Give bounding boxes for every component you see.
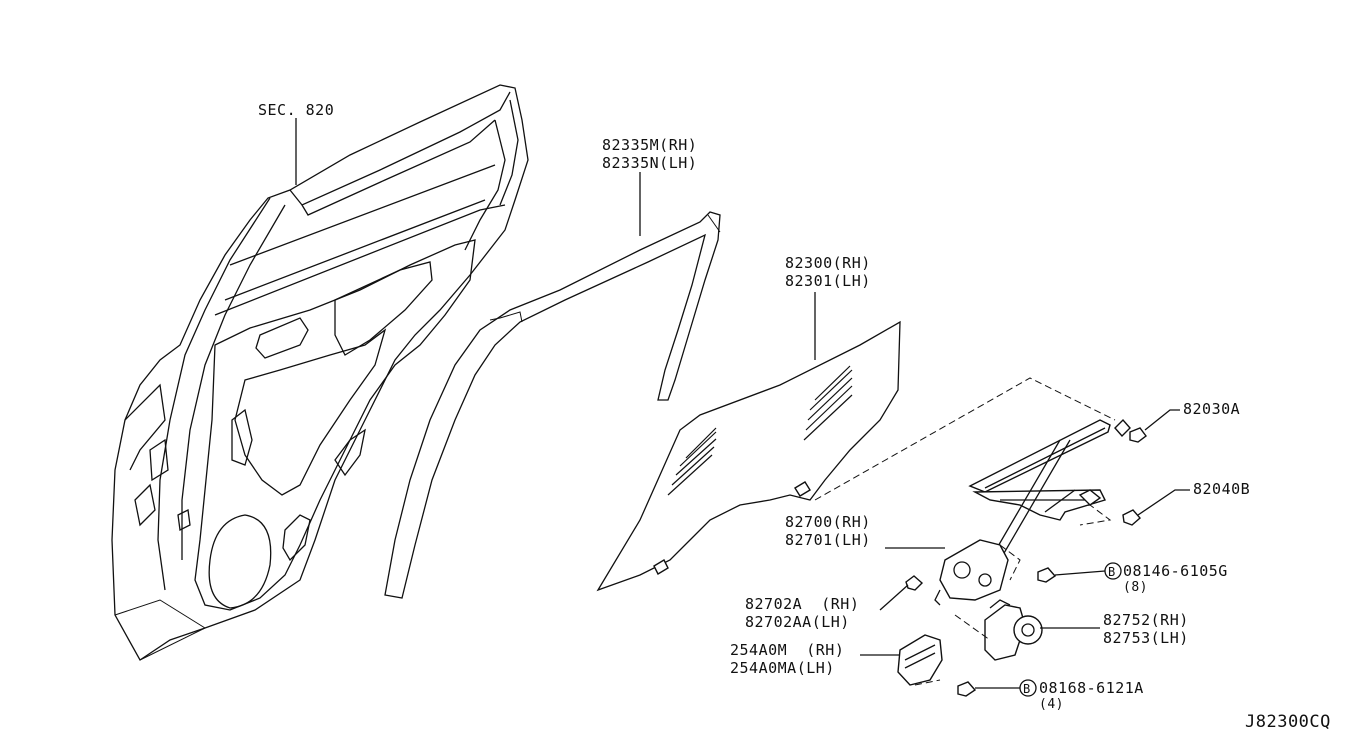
label-clip-lh: 82702AA(LH)	[745, 613, 850, 631]
label-clip-rh: 82702A (RH)	[745, 595, 859, 613]
label-bolt-08168-qty: (4)	[1039, 697, 1064, 712]
label-bolt-08146: 08146-6105G	[1123, 562, 1228, 580]
bolt-marker-8168: B	[1019, 679, 1037, 697]
label-switch-rh: 254A0M (RH)	[730, 641, 844, 659]
label-glass-rh: 82300(RH)	[785, 254, 871, 272]
label-motor-rh: 82752(RH)	[1103, 611, 1189, 629]
label-bolt-82030a: 82030A	[1183, 400, 1240, 418]
svg-text:B: B	[1023, 682, 1031, 696]
door-glass	[596, 292, 901, 592]
window-regulator	[814, 377, 1131, 606]
label-glass-lh: 82301(LH)	[785, 272, 871, 290]
window-motor	[954, 599, 1043, 661]
label-switch-lh: 254A0MA(LH)	[730, 659, 835, 677]
label-regulator-rh: 82700(RH)	[785, 513, 871, 531]
label-bolt-08146-qty: (8)	[1123, 580, 1148, 595]
label-sash-lh: 82335N(LH)	[602, 154, 697, 172]
label-sash-rh: 82335M(RH)	[602, 136, 697, 154]
leader-lines	[860, 409, 1190, 689]
fasteners	[905, 427, 1147, 697]
diagram-code: J82300CQ	[1245, 712, 1331, 732]
door-sash	[384, 172, 721, 599]
label-regulator-lh: 82701(LH)	[785, 531, 871, 549]
label-motor-lh: 82753(LH)	[1103, 629, 1189, 647]
door-panel	[111, 84, 529, 661]
label-bolt-82040b: 82040B	[1193, 480, 1250, 498]
svg-text:B: B	[1108, 565, 1116, 579]
label-bolt-08168: 08168-6121A	[1039, 679, 1144, 697]
part-labels: SEC. 820 82335M(RH) 82335N(LH) 82300(RH)…	[258, 101, 1331, 732]
switch-bracket	[897, 634, 943, 686]
label-sec-820: SEC. 820	[258, 101, 334, 119]
bolt-marker-8146: B	[1104, 562, 1122, 580]
